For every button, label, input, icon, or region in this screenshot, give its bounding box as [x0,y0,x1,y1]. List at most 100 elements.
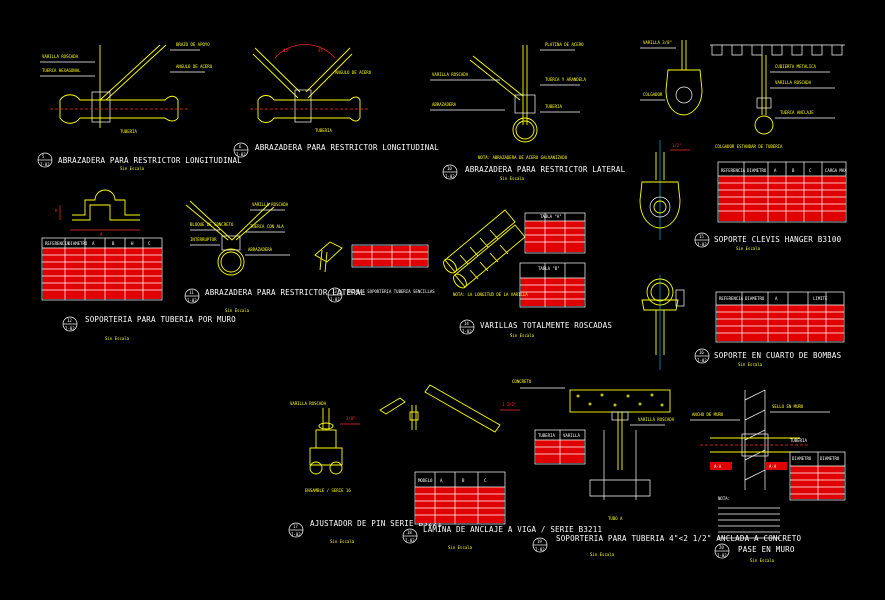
svg-text:ANCHO DE MURO: ANCHO DE MURO [692,412,724,417]
detail-11-title: AJUSTADOR DE PIN SERIE B3221 [310,519,442,528]
detail-12-title: LAMINA DE ANCLAJE A VIGA / SERIE B3211 [423,525,602,534]
svg-text:VARILLA ROSCADA: VARILLA ROSCADA [252,202,289,207]
svg-text:B: B [112,241,115,246]
svg-text:VARILLA ROSCADA: VARILLA ROSCADA [290,401,327,406]
section-mark-right: A-A [769,464,777,469]
detail-2-title: ABRAZADERA PARA RESTRICTOR LONGITUDINAL [255,143,439,152]
detail-12-number: 18 [407,530,412,535]
svg-text:TUBO A: TUBO A [608,516,623,521]
detail-3-sheet: I-02 [445,174,455,179]
svg-text:NOTA: LA LONGITUD DE LA VARILL: NOTA: LA LONGITUD DE LA VARILLA [453,292,528,297]
svg-text:A: A [440,478,443,483]
detail-10-scale: Sin Escala [738,362,763,367]
detail-6-number: 11 [189,290,194,295]
svg-text:TUBERIA: TUBERIA [545,104,562,109]
detail-6-scale: Sin Escala [225,308,250,313]
detail-10-sheet: I-02 [697,358,707,363]
svg-text:1 1/2": 1 1/2" [502,402,516,407]
detail-1-clamp-longitudinal: VARILLA ROSCADA TUERCA HEXAGONAL BRAZO D… [37,42,242,171]
svg-text:DIAMETRO: DIAMETRO [68,241,88,246]
detail-14-sheet: I-02 [717,553,727,558]
detail-9-number: 15 [699,234,704,239]
detail-4-title: COLGADOR ESTANDAR DE TUBERIA [715,144,783,149]
detail-14-title: PASE EN MURO [738,545,795,554]
detail-7-number: 13 [332,289,337,294]
svg-text:BRAZO DE APOYO: BRAZO DE APOYO [176,42,210,47]
detail-11-number: 17 [293,524,298,529]
detail-8-threaded-rods: TABLA "A" TABLA "B" NOTA: LA LONGITUD DE… [443,209,612,338]
svg-text:SELLO EN MURO: SELLO EN MURO [772,404,804,409]
svg-text:1/2": 1/2" [672,143,682,148]
detail-8-title: VARILLAS TOTALMENTE ROSCADAS [480,321,612,330]
svg-text:45°: 45° [318,48,325,53]
svg-text:45°: 45° [283,48,290,53]
tuberia-label: TUBERIA [790,438,807,443]
svg-text:REFERENCIA: REFERENCIA [719,296,744,301]
detail-3-scale: Sin Escala [500,176,525,181]
svg-text:H: H [131,241,134,246]
detail-13-scale: Sin Escala [590,552,615,557]
detail-11-pin-adjuster: 3/8" VARILLA ROSCADA ENSAMBLE / SERIE 16… [288,401,442,544]
detail-5-title: SOPORTERIA PARA TUBERIA POR MURO [85,315,236,324]
svg-text:A: A [774,168,777,173]
detail-6-clamp-lateral: BLOQUE DE CONCRETO INTERRUPTOR VARILLA R… [184,200,366,313]
detail-7-title: DETALLE SOPORTERIA TUBERIA SENCILLAS [348,289,435,294]
detail-1-number: 5 [42,154,45,159]
svg-text:CONCRETO: CONCRETO [512,379,532,384]
svg-text:BLOQUE DE CONCRETO: BLOQUE DE CONCRETO [190,222,234,227]
detail-12-scale: Sin Escala [448,545,473,550]
detail-3-title: ABRAZADERA PARA RESTRICTOR LATERAL [465,165,626,174]
detail-9-title: SOPORTE CLEVIS HANGER B3100 [714,235,842,244]
svg-text:VARILLA ROSCADA: VARILLA ROSCADA [638,417,675,422]
svg-text:DIAMETRO: DIAMETRO [792,456,812,461]
detail-2-sheet: I-02 [236,152,246,157]
svg-text:MODELO: MODELO [418,478,433,483]
svg-text:VARILLA ROSCADA: VARILLA ROSCADA [775,80,812,85]
svg-text:TUERCA Y ARANDELA: TUERCA Y ARANDELA [545,77,587,82]
svg-text:ABRAZADERA: ABRAZADERA [432,102,457,107]
nota-label: NOTA: [718,496,730,501]
svg-text:REFERENCIA: REFERENCIA [45,241,70,246]
detail-2-clamp-longitudinal: 45° 45° ANGULO DE ACERO TUBERIA 6 I-02 A… [233,44,439,158]
detail-8-sheet: I-02 [462,329,472,334]
svg-text:TABLA "A": TABLA "A" [540,214,562,219]
svg-text:LIMITE: LIMITE [813,296,828,301]
detail-1-scale: Sin Escala [120,166,145,171]
svg-text:INTERRUPTOR: INTERRUPTOR [190,237,217,242]
detail-13-number: 19 [537,539,542,544]
detail-9-sheet: I-02 [697,242,707,247]
detail-6-title: ABRAZADERA PARA RESTRICTOR LATERAL [205,288,366,297]
svg-text:VARILLA ROSCADA: VARILLA ROSCADA [42,54,79,59]
detail-1-title: ABRAZADERA PARA RESTRICTOR LONGITUDINAL [58,156,242,165]
detail-3-clamp-lateral: VARILLA ROSCADA ABRAZADERA PLATINA DE AC… [430,42,626,181]
detail-8-number: 14 [464,321,469,326]
svg-text:TUBERIA: TUBERIA [315,128,332,133]
svg-text:DIAMETRO: DIAMETRO [745,296,765,301]
detail-7-sheet: I-02 [330,297,340,302]
svg-text:NOTA: ABRAZADERA DE ACERO GALV: NOTA: ABRAZADERA DE ACERO GALVANIZADO [478,155,568,160]
detail-5-scale: Sin Escala [105,336,130,341]
detail-3-number: 10 [447,166,452,171]
svg-text:TABLA "B": TABLA "B" [538,266,560,271]
svg-text:ANGULO DE ACERO: ANGULO DE ACERO [176,64,213,69]
svg-text:A: A [100,232,103,237]
detail-12-sheet: I-02 [405,538,415,543]
detail-1-sheet: I-02 [40,162,50,167]
svg-text:C: C [484,478,487,483]
svg-text:ANGULO DE ACERO: ANGULO DE ACERO [335,70,372,75]
detail-9-scale: Sin Escala [736,246,761,251]
detail-14-number: 20 [719,545,724,550]
svg-text:C: C [148,241,151,246]
svg-text:ABRAZADERA: ABRAZADERA [248,247,273,252]
detail-11-scale: Sin Escala [330,539,355,544]
detail-7-support-detail: 13 I-02 DETALLE SOPORTERIA TUBERIA SENCI… [314,241,435,303]
detail-10-title: SOPORTE EN CUARTO DE BOMBAS [714,351,842,360]
detail-14-scale: Sin Escala [750,558,775,563]
detail-8-scale: Sin Escala [510,333,535,338]
